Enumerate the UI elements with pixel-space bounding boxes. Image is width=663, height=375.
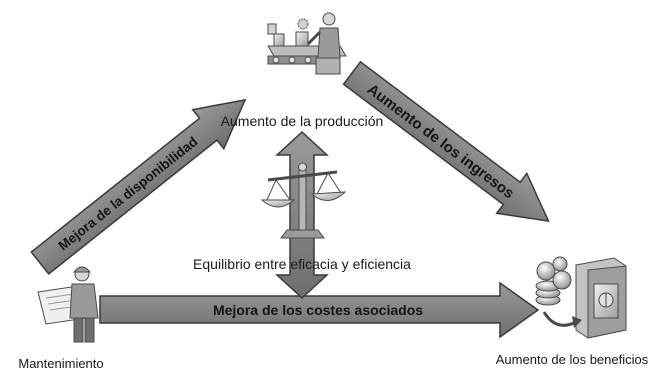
balance-scale-icon xyxy=(260,162,347,239)
arrow-mejora-costes: Mejora de los costes asociados xyxy=(99,281,540,339)
arrow-aumento-ingresos: Aumento de los ingresos xyxy=(342,60,550,222)
factory-worker-conveyor-icon xyxy=(267,12,347,75)
arrow-mejora-disponibilidad: Mejora de la disponibilidad xyxy=(30,98,247,276)
engineer-blueprint-icon xyxy=(37,266,99,343)
arrow-right-shape xyxy=(342,60,550,222)
arrow-bottom-label: Mejora de los costes asociados xyxy=(213,302,423,318)
coins-safe-icon xyxy=(535,256,627,339)
center-label: Equilibrio entre eficacia y eficiencia xyxy=(193,256,411,272)
arrow-bottom-shape xyxy=(99,281,540,339)
arrow-right-label: Aumento de los ingresos xyxy=(364,81,517,202)
top-node-label: Aumento de la producción xyxy=(221,113,384,129)
arrow-left-shape xyxy=(30,98,247,276)
arrow-left-label: Mejora de la disponibilidad xyxy=(55,134,200,254)
bottom-right-label: Aumento de los beneficios xyxy=(496,352,649,367)
bottom-left-label: Mantenimiento xyxy=(18,356,103,371)
